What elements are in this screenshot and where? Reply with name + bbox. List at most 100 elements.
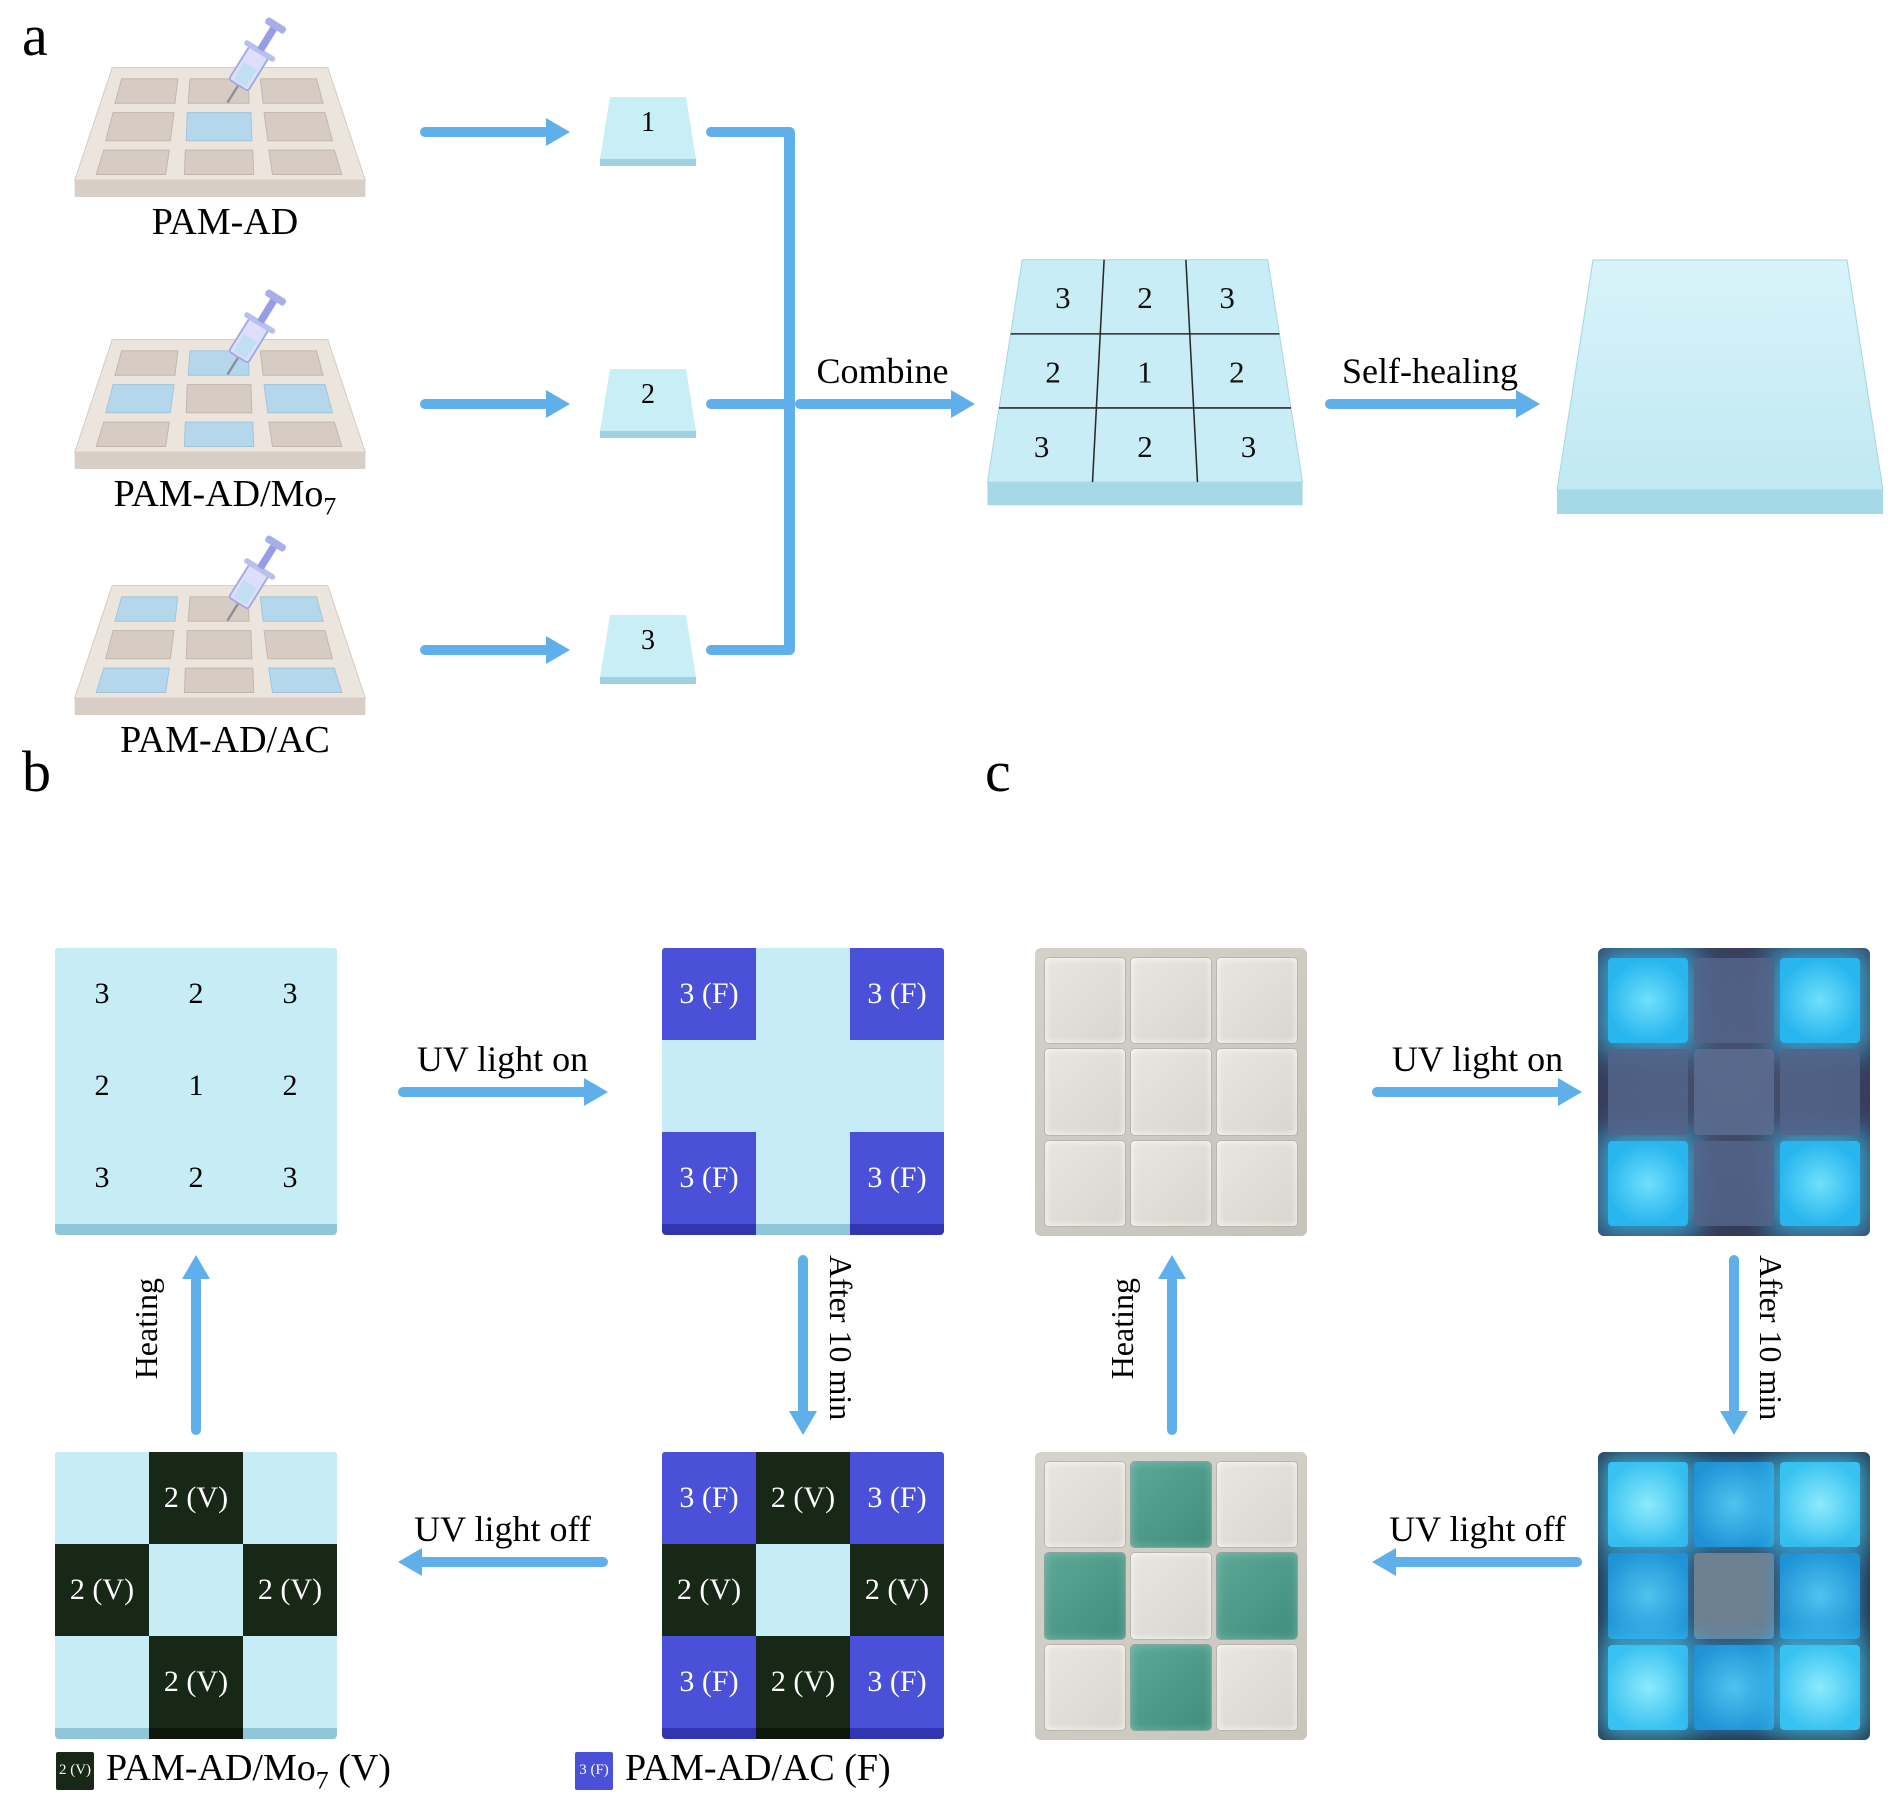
gel-tile-edge <box>600 676 696 684</box>
c-uv-off-arrow <box>1372 1548 1582 1576</box>
mold-well-filled <box>185 112 253 142</box>
mold-well <box>185 630 253 660</box>
gel-cell <box>1131 1553 1211 1639</box>
gel-slab-edge <box>1557 490 1883 514</box>
arrow-mold2-to-tile2 <box>420 390 570 418</box>
gel-cell-glowing <box>1780 1140 1860 1226</box>
gel-slab-top <box>1556 259 1884 491</box>
panel-b-label: b <box>22 739 51 804</box>
legend-item-mo7: 2 (V) PAM-AD/Mo7 (V) <box>56 1746 391 1796</box>
healed-gel-slab <box>1556 259 1884 514</box>
gel-cell-photochromic: 2 (V) <box>55 1544 149 1636</box>
gel-tile-1: 1 <box>600 97 696 167</box>
mold-well <box>268 421 343 447</box>
mold-front-edge <box>74 452 366 469</box>
gel-tile-top <box>600 97 696 159</box>
b-heating-arrow <box>182 1255 210 1435</box>
panel-a-label: a <box>22 3 48 68</box>
gel-cell <box>1694 1553 1774 1639</box>
gel-cell-blue <box>1694 1462 1774 1548</box>
gel-cell <box>1694 1049 1774 1135</box>
gel-cell: 3 <box>55 1132 149 1224</box>
c-photo-after-10-min <box>1598 1452 1870 1740</box>
b-uv-off-arrow <box>398 1548 608 1576</box>
gel-cell: 2 <box>243 1040 337 1132</box>
combined-gel-grid: 3 2 3 2 1 2 3 2 3 <box>986 259 1304 506</box>
gel-cell <box>55 1452 149 1544</box>
gel-tile-number: 3 <box>641 625 655 656</box>
mold-front-edge <box>74 698 366 715</box>
gel-cell-fluorescent: 3 (F) <box>662 1636 756 1728</box>
gel-tile-3: 3 <box>600 615 696 685</box>
grid-line <box>1091 259 1105 483</box>
gel-cell-photochromic: 2 (V) <box>243 1544 337 1636</box>
gel-tile-edge <box>600 158 696 166</box>
mold-well <box>259 350 324 376</box>
gel-cell <box>1694 1140 1774 1226</box>
mold-well-filled <box>95 667 170 693</box>
c-after-arrow <box>1720 1255 1748 1435</box>
b-uv-off-label: UV light off <box>414 1509 591 1549</box>
c-uv-on-label: UV light on <box>1391 1039 1564 1079</box>
gel-cell-fluorescent: 3 (F) <box>850 1132 944 1224</box>
gel-cell: 2 <box>55 1040 149 1132</box>
gel-cell-blue <box>1694 1644 1774 1730</box>
b-square-initial: 3 2 3 2 1 2 3 2 3 <box>55 948 337 1235</box>
gel-cell <box>1217 1462 1297 1548</box>
legend-label-mo7: PAM-AD/Mo7 (V) <box>106 1747 391 1795</box>
gel-cell-fluorescent: 3 (F) <box>850 1452 944 1544</box>
grid-line <box>1185 259 1199 483</box>
b-uv-on-label: UV light on <box>416 1039 589 1079</box>
gel-cell-photochromic: 2 (V) <box>756 1636 850 1728</box>
gel-cell <box>1045 1644 1125 1730</box>
gel-tile-number: 1 <box>641 107 655 138</box>
gel-cell <box>1217 1049 1297 1135</box>
self-healing-label: Self-healing <box>1342 351 1518 391</box>
mold-well <box>105 630 175 660</box>
gel-cell <box>756 1040 850 1132</box>
mold-well <box>114 350 179 376</box>
gel-tile-edge <box>600 430 696 438</box>
gel-cell-green <box>1131 1644 1211 1730</box>
gel-tile-top <box>600 615 696 677</box>
gel-cell-fluorescent: 3 (F) <box>662 1132 756 1224</box>
gel-cell <box>1131 1049 1211 1135</box>
mold-well <box>105 112 175 142</box>
gel-cell <box>1045 1140 1125 1226</box>
mold-pam-ad-ac <box>74 535 366 715</box>
mold-well <box>185 384 253 414</box>
gel-cell-glowing <box>1780 1644 1860 1730</box>
gel-cell <box>149 1544 243 1636</box>
mold-pam-ad <box>74 17 366 197</box>
mold-label-pam-ad-ac: PAM-AD/AC <box>120 719 330 761</box>
gel-cell <box>1045 1462 1125 1548</box>
bracket-stub <box>706 127 792 137</box>
arrow-mold3-to-tile3 <box>420 636 570 664</box>
bracket-bar <box>784 127 795 655</box>
combine-arrow <box>795 390 975 418</box>
gel-cell-green <box>1131 1462 1211 1548</box>
mold-well-filled <box>259 596 324 622</box>
gel-cell: 2 <box>149 948 243 1040</box>
legend-label-ac: PAM-AD/AC (F) <box>625 1747 891 1789</box>
c-uv-on-arrow <box>1372 1078 1582 1106</box>
gel-cell <box>756 1132 850 1224</box>
gel-cell: 3 <box>243 948 337 1040</box>
gel-cell <box>1045 1049 1125 1135</box>
gel-cell <box>55 1636 149 1728</box>
mold-well <box>183 667 255 693</box>
gel-slab-edge <box>987 482 1303 506</box>
c-heating-arrow <box>1158 1255 1186 1435</box>
mold-well <box>95 421 170 447</box>
b-square-uv-on: 3 (F) 3 (F) 3 (F) 3 (F) <box>662 948 944 1235</box>
grid-number: 2 <box>1137 429 1152 464</box>
syringe-icon <box>226 289 287 376</box>
gel-cell: 3 <box>55 948 149 1040</box>
gel-cell-glowing <box>1608 1140 1688 1226</box>
gel-cell <box>243 1452 337 1544</box>
mold-well-filled <box>105 384 175 414</box>
grid-number: 2 <box>1045 355 1060 390</box>
gel-cell <box>1217 1644 1297 1730</box>
c-uv-off-label: UV light off <box>1389 1509 1566 1549</box>
gel-cell-fluorescent: 3 (F) <box>662 948 756 1040</box>
